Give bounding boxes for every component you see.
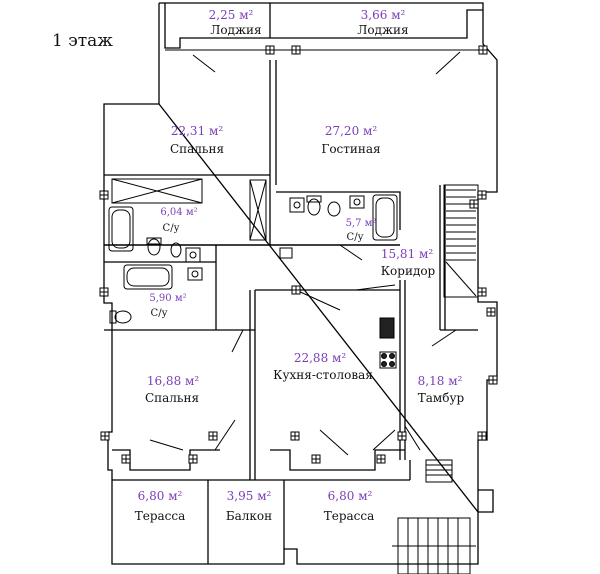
room-name-bath-1: С/у: [162, 223, 180, 234]
room-area-loggia-2: 3,66 м²: [360, 8, 406, 22]
room-name-loggia-2: Лоджия: [357, 23, 409, 37]
room-area-bath-2: 5,7 м²: [345, 218, 377, 229]
bathtub-3: [123, 264, 173, 290]
room-name-living: Гостиная: [321, 142, 381, 156]
floor-title: 1 этаж: [52, 31, 113, 51]
room-area-vestibule: 8,18 м²: [417, 374, 463, 388]
room-name-balcony: Балкон: [225, 509, 273, 523]
stairs-upper: [443, 184, 479, 298]
kitchen-appliances: [379, 317, 397, 369]
room-name-bedroom-1: Спальня: [169, 142, 225, 156]
room-area-terrace-1: 6,80 м²: [137, 489, 183, 503]
room-area-bath-1: 6,04 м²: [160, 207, 198, 218]
room-name-corridor: Коридор: [380, 264, 436, 278]
room-area-living: 27,20 м²: [324, 124, 378, 138]
room-area-bath-3: 5,90 м²: [149, 293, 187, 304]
outer-wall: [103, 2, 498, 565]
room-name-bedroom-2: Спальня: [144, 391, 200, 405]
room-name-bath-3: С/у: [150, 308, 168, 319]
room-name-kitchen: Кухня-столовая: [273, 368, 373, 382]
room-area-terrace-2: 6,80 м²: [327, 489, 373, 503]
room-name-terrace-1: Терасса: [134, 509, 186, 523]
room-area-kitchen: 22,88 м²: [293, 351, 347, 365]
room-name-loggia-1: Лоджия: [210, 23, 262, 37]
room-name-vestibule: Тамбур: [417, 391, 465, 405]
stairs-outside: [392, 517, 476, 574]
room-area-corridor: 15,81 м²: [380, 247, 434, 261]
room-name-bath-2: С/у: [346, 232, 364, 243]
walls: [103, 2, 498, 565]
room-name-terrace-2: Терасса: [323, 509, 375, 523]
room-area-balcony: 3,95 м²: [226, 489, 272, 503]
room-area-loggia-1: 2,25 м²: [208, 8, 254, 22]
stairs-entrance: [425, 459, 453, 483]
bathtub-2: [372, 194, 398, 241]
room-area-bedroom-2: 16,88 м²: [146, 374, 200, 388]
room-area-bedroom-1: 22,31 м²: [170, 124, 224, 138]
bathtub-1: [108, 206, 134, 252]
